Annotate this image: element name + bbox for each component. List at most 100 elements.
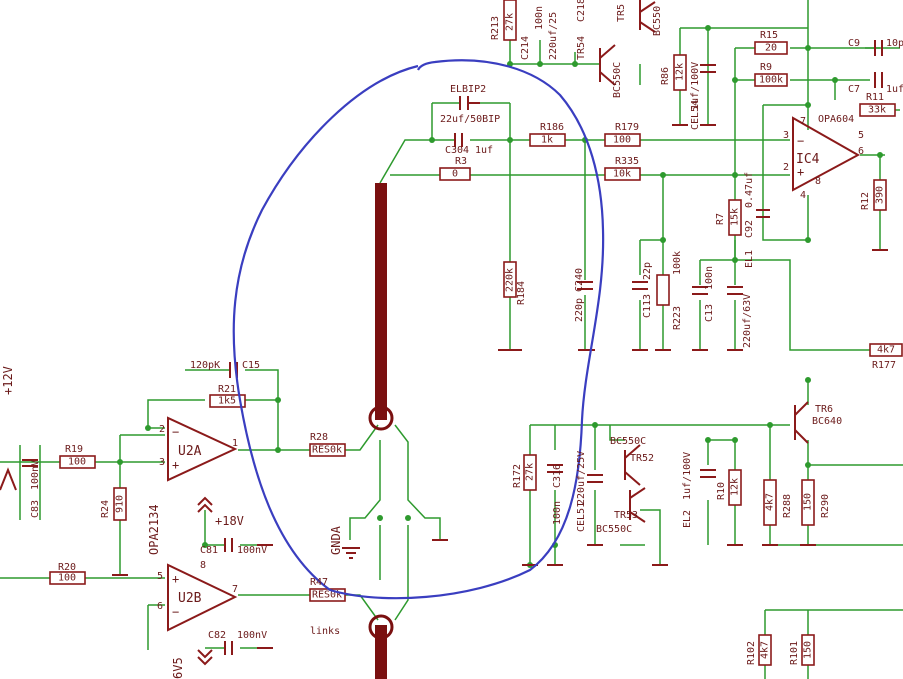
label-bc550: BC550 xyxy=(652,6,663,36)
resistors xyxy=(49,0,903,666)
resistor-r9 xyxy=(754,73,788,87)
capacitor-c316 xyxy=(547,464,563,473)
resistor-r186 xyxy=(529,133,566,147)
label-cel51: CEL51 xyxy=(576,502,587,532)
r335-value: 10k xyxy=(613,169,631,180)
resistor-r7 xyxy=(728,199,742,236)
label-tr52: TR52 xyxy=(630,453,654,464)
label-r223: R223 xyxy=(672,306,683,330)
ground-symbols xyxy=(0,124,888,666)
capacitor-el1 xyxy=(727,286,743,295)
capacitor-c82 xyxy=(224,641,233,655)
label-u2b-pin7: 7 xyxy=(232,584,238,595)
transistor-tr54 xyxy=(599,44,616,86)
transistors xyxy=(599,0,809,523)
label-c92-value: 0.47uf xyxy=(744,172,755,208)
r24-value: 910 xyxy=(115,495,126,513)
label-cel54: CEL54 xyxy=(690,100,701,130)
label-c7: C7 xyxy=(848,84,860,95)
svg-text:+: + xyxy=(172,572,179,586)
label-el2-value: 1uf/100V xyxy=(682,452,693,500)
label-r290: R290 xyxy=(820,494,831,518)
label-plus18v: +18V xyxy=(215,514,244,528)
r186-value: 1k xyxy=(541,135,553,146)
resistor-r223 xyxy=(656,274,670,306)
label-cel54-value: 1uf/100V xyxy=(690,62,701,110)
capacitor-c92 xyxy=(756,209,770,218)
capacitor-c9 xyxy=(874,40,883,56)
resistor-r213 xyxy=(503,0,517,41)
label-c316-value: 100n xyxy=(552,501,563,525)
svg-text:+: + xyxy=(797,165,804,179)
label-r7: R7 xyxy=(715,213,726,225)
label-c15: C15 xyxy=(242,360,260,371)
label-c214: C214 xyxy=(520,36,531,60)
capacitor-c113 xyxy=(632,281,648,290)
label-c113-value: 22p xyxy=(642,262,653,280)
label-r47: R47 xyxy=(310,577,328,588)
label-r19: R19 xyxy=(65,444,83,455)
label-r28: R28 xyxy=(310,432,328,443)
label-r213: R213 xyxy=(490,16,501,40)
label-c218: C218 xyxy=(576,0,587,22)
r20-value: 100 xyxy=(58,573,76,584)
r3-value: 0 xyxy=(452,169,458,180)
r7-value: 15k xyxy=(730,208,741,226)
label-c13-value: 100n xyxy=(704,266,715,290)
label-bc640: BC640 xyxy=(812,416,842,427)
label-c92: C92 xyxy=(744,220,755,238)
label-r335: R335 xyxy=(615,156,639,167)
r15-value: 20 xyxy=(765,43,777,54)
r47-value: RES0k xyxy=(312,590,342,601)
label-r288: R288 xyxy=(782,494,793,518)
label-v6v5: 6V5 xyxy=(171,657,185,679)
label-r86: R86 xyxy=(660,67,671,85)
capacitor-cel54 xyxy=(700,64,716,73)
label-gnda: GNDA xyxy=(329,525,343,555)
diode-partial xyxy=(0,467,17,491)
r177-value: 4k7 xyxy=(877,345,895,356)
resistor-r10 xyxy=(728,469,742,506)
resistor-r172 xyxy=(523,454,537,491)
label-c316: C316 xyxy=(552,464,563,488)
resistor-r288 xyxy=(763,479,777,526)
label-r172: R172 xyxy=(512,464,523,488)
label-tr5: TR5 xyxy=(616,4,627,22)
plus18v-arrow-icon xyxy=(197,496,213,513)
label-r101: R101 xyxy=(789,641,800,665)
resistor-values-vertical: 27k 12k 15k 390 220k 910 27k 12k 4k7 150… xyxy=(115,13,886,659)
gnda-symbol xyxy=(342,547,360,559)
label-r179: R179 xyxy=(615,122,639,133)
label-bc550c-top: BC550C xyxy=(612,62,623,98)
label-tr53: TR53 xyxy=(614,510,638,521)
label-u2b: U2B xyxy=(178,591,202,606)
label-r186: R186 xyxy=(540,122,564,133)
r172-value: 27k xyxy=(525,463,536,481)
resistor-r177 xyxy=(869,343,903,357)
label-el2: EL2 xyxy=(682,510,693,528)
transistor-tr53 xyxy=(629,487,646,523)
label-c304-value: 1uf xyxy=(475,145,493,156)
resistor-r15 xyxy=(754,41,788,55)
label-c81: C81 xyxy=(200,545,218,556)
resistor-r102 xyxy=(758,634,772,666)
capacitor-c83 xyxy=(22,459,38,467)
label-c83: C83 xyxy=(30,500,41,518)
transistor-tr5 xyxy=(639,0,656,33)
label-r11: R11 xyxy=(866,92,884,103)
svg-text:−: − xyxy=(172,425,179,439)
label-ic4-pin6: 6 xyxy=(858,146,864,157)
opamp-ic4: − + xyxy=(792,116,861,192)
hand-drawn-annotation-loop xyxy=(232,59,605,600)
resistor-r184 xyxy=(503,261,517,298)
capacitors xyxy=(22,40,883,655)
resistor-r11 xyxy=(859,103,896,117)
label-elbip2-value: 22uf/50BIP xyxy=(440,114,500,125)
resistor-r101 xyxy=(801,634,815,666)
transistor-tr6 xyxy=(794,401,809,444)
resistor-r21 xyxy=(209,394,246,408)
label-u2a-pin1-text: 1 xyxy=(232,438,238,449)
label-c9-value: 10p xyxy=(886,38,903,49)
